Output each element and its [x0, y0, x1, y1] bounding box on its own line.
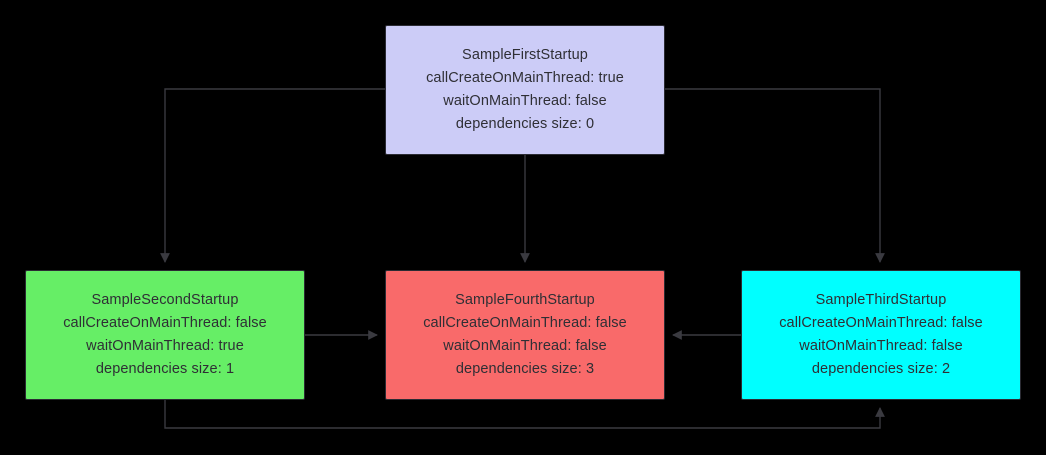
edge-second-to-third: [164, 400, 885, 429]
node-title: SampleThirdStartup: [815, 292, 947, 308]
node-dependencies-size: dependencies size: 1: [95, 361, 235, 377]
node-wait-on-main-thread: waitOnMainThread: true: [86, 338, 244, 354]
edge-first-to-second: [160, 88, 385, 263]
node-call-create-on-main-thread: callCreateOnMainThread: false: [423, 315, 627, 331]
node-dependencies-size: dependencies size: 3: [455, 361, 595, 377]
node-dependencies-size: dependencies size: 0: [455, 116, 595, 132]
node-title: SampleFourthStartup: [455, 292, 595, 308]
node-title: SampleSecondStartup: [91, 292, 239, 308]
node-call-create-on-main-thread: callCreateOnMainThread: true: [426, 70, 624, 86]
node-wait-on-main-thread: waitOnMainThread: false: [443, 93, 607, 109]
node-wait-on-main-thread: waitOnMainThread: false: [799, 338, 963, 354]
node-title: SampleFirstStartup: [462, 47, 588, 63]
node-call-create-on-main-thread: callCreateOnMainThread: false: [63, 315, 267, 331]
node-wait-on-main-thread: waitOnMainThread: false: [443, 338, 607, 354]
node-sample-first-startup[interactable]: SampleFirstStartup callCreateOnMainThrea…: [385, 25, 665, 155]
node-dependencies-size: dependencies size: 2: [811, 361, 951, 377]
edge-first-to-third: [665, 88, 885, 263]
node-call-create-on-main-thread: callCreateOnMainThread: false: [779, 315, 983, 331]
node-sample-third-startup[interactable]: SampleThirdStartup callCreateOnMainThrea…: [741, 270, 1021, 400]
node-sample-fourth-startup[interactable]: SampleFourthStartup callCreateOnMainThre…: [385, 270, 665, 400]
node-sample-second-startup[interactable]: SampleSecondStartup callCreateOnMainThre…: [25, 270, 305, 400]
